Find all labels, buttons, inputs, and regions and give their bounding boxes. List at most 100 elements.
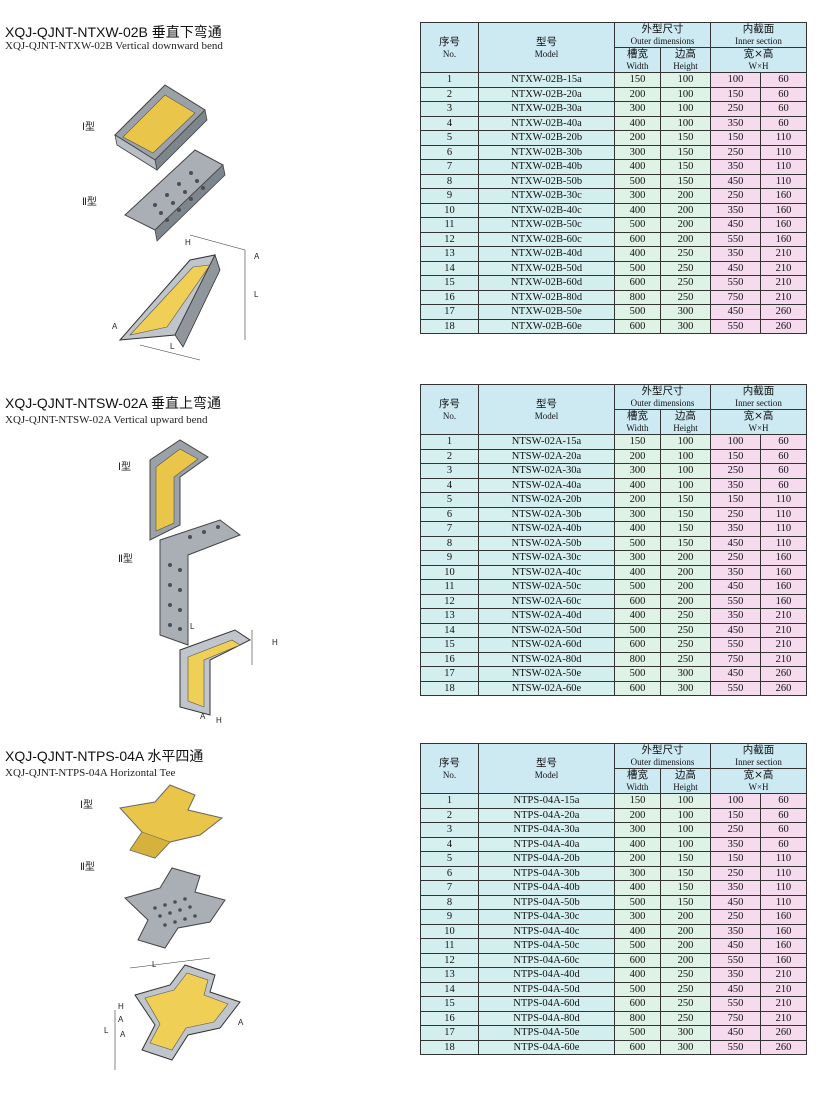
- inner-width: 350: [710, 521, 761, 537]
- outer-width: 150: [614, 793, 661, 809]
- model-code: NTSW-02A-40c: [478, 564, 615, 580]
- bend-type2-image: [159, 519, 242, 646]
- model-code: NTSW-02A-60d: [478, 637, 615, 653]
- outer-height: 100: [660, 86, 711, 102]
- outer-height: 100: [660, 807, 711, 823]
- row-number: 15: [420, 637, 479, 653]
- row-number: 6: [420, 865, 479, 881]
- tee-type2-image: [124, 867, 226, 949]
- row-number: 13: [420, 967, 479, 983]
- row-number: 13: [420, 608, 479, 624]
- outer-width: 200: [614, 807, 661, 823]
- bend-dimension-drawing: [179, 629, 253, 716]
- model-code: NTXW-02B-50e: [478, 304, 615, 320]
- outer-height: 150: [660, 506, 711, 522]
- outer-height: 200: [660, 923, 711, 939]
- outer-height: 200: [660, 909, 711, 925]
- outer-height: 150: [660, 535, 711, 551]
- row-number: 18: [420, 318, 479, 334]
- outer-width: 800: [614, 289, 661, 305]
- row-number: 3: [420, 822, 479, 838]
- model-code: NTXW-02B-40b: [478, 159, 615, 175]
- row-number: 11: [420, 938, 479, 954]
- outer-width: 500: [614, 666, 661, 682]
- section-subtitle: XQJ-QJNT-NTXW-02B Vertical downward bend: [5, 40, 223, 52]
- dimension-label: H: [272, 638, 278, 647]
- outer-height: 150: [660, 130, 711, 146]
- inner-height: 110: [759, 894, 808, 910]
- inner-width: 350: [710, 923, 761, 939]
- row-number: 10: [420, 202, 479, 218]
- row-number: 9: [420, 550, 479, 566]
- model-code: NTSW-02A-40d: [478, 608, 615, 624]
- inner-height: 260: [759, 1039, 808, 1055]
- model-code: NTPS-04A-20b: [478, 851, 615, 867]
- model-code: NTPS-04A-60c: [478, 952, 615, 968]
- inner-height: 160: [759, 579, 808, 595]
- outer-height: 250: [660, 651, 711, 667]
- inner-height: 110: [759, 851, 808, 867]
- inner-width: 250: [710, 463, 761, 479]
- outer-width: 500: [614, 304, 661, 320]
- model-code: NTXW-02B-80d: [478, 289, 615, 305]
- outer-width: 400: [614, 246, 661, 262]
- bend-type2-image: [124, 149, 226, 242]
- outer-height: 100: [660, 793, 711, 809]
- dimension-label: L: [104, 1026, 109, 1035]
- dimension-label: A: [200, 712, 206, 721]
- outer-width: 300: [614, 101, 661, 117]
- inner-width: 550: [710, 275, 761, 291]
- inner-height: 60: [759, 86, 808, 102]
- inner-width: 550: [710, 1039, 761, 1055]
- model-code: NTSW-02A-15a: [478, 434, 615, 450]
- model-code: NTSW-02A-50d: [478, 622, 615, 638]
- outer-width: 150: [614, 72, 661, 88]
- model-code: NTXW-02B-30b: [478, 144, 615, 160]
- inner-width: 450: [710, 938, 761, 954]
- model-code: NTSW-02A-50e: [478, 666, 615, 682]
- inner-height: 60: [759, 822, 808, 838]
- outer-width: 200: [614, 851, 661, 867]
- row-number: 5: [420, 130, 479, 146]
- dimension-label: L: [170, 342, 175, 351]
- outer-height: 250: [660, 289, 711, 305]
- outer-width: 500: [614, 217, 661, 233]
- inner-height: 60: [759, 477, 808, 493]
- inner-width: 150: [710, 86, 761, 102]
- inner-height: 210: [759, 260, 808, 276]
- inner-width: 350: [710, 202, 761, 218]
- inner-height: 60: [759, 101, 808, 117]
- row-number: 17: [420, 666, 479, 682]
- outer-height: 250: [660, 275, 711, 291]
- row-number: 17: [420, 304, 479, 320]
- inner-width: 550: [710, 680, 761, 696]
- model-code: NTPS-04A-30c: [478, 909, 615, 925]
- inner-width: 750: [710, 651, 761, 667]
- inner-height: 60: [759, 463, 808, 479]
- model-code: NTSW-02A-40a: [478, 477, 615, 493]
- inner-width: 150: [710, 448, 761, 464]
- inner-width: 350: [710, 564, 761, 580]
- inner-height: 210: [759, 608, 808, 624]
- inner-height: 260: [759, 318, 808, 334]
- row-number: 10: [420, 564, 479, 580]
- outer-height: 250: [660, 246, 711, 262]
- row-number: 7: [420, 880, 479, 896]
- outer-height: 100: [660, 448, 711, 464]
- inner-width: 750: [710, 1010, 761, 1026]
- inner-height: 210: [759, 967, 808, 983]
- model-code: NTPS-04A-30b: [478, 865, 615, 881]
